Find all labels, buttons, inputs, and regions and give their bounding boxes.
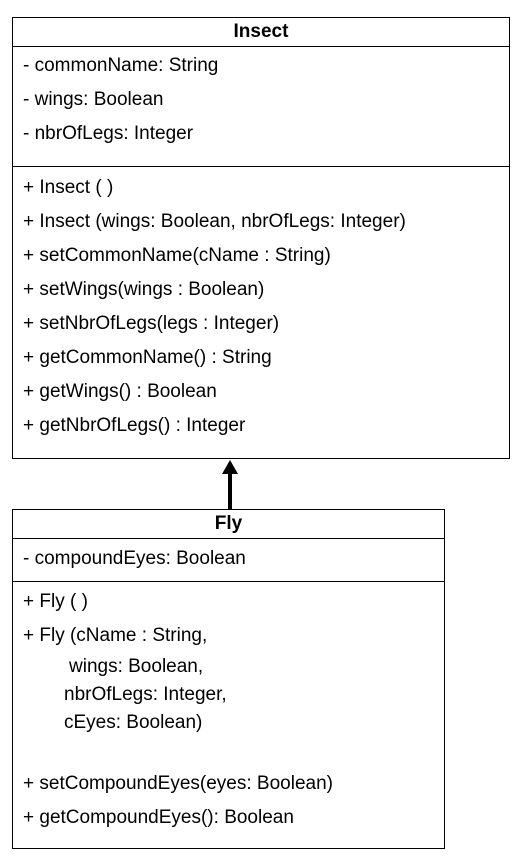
- attribute-common-name: - commonName: String: [23, 55, 219, 76]
- insect-class-name: Insect: [13, 18, 509, 47]
- insect-operations-compartment: + Insect ( ) + Insect (wings: Boolean, n…: [13, 167, 509, 443]
- insect-class-box: Insect - commonName: String - wings: Boo…: [12, 17, 510, 459]
- fly-class-name: Fly: [13, 510, 444, 539]
- operation-insect-full-constructor: + Insect (wings: Boolean, nbrOfLegs: Int…: [23, 211, 406, 232]
- insect-attributes-compartment: - commonName: String - wings: Boolean - …: [13, 47, 509, 167]
- attribute-wings: - wings: Boolean: [23, 89, 164, 110]
- inheritance-arrow-head: [222, 460, 238, 474]
- operation-insect-default-constructor: + Insect ( ): [23, 177, 114, 198]
- operation-fly-full-constructor-line-3: nbrOfLegs: Integer,: [64, 684, 227, 705]
- operation-fly-full-constructor-line-2: wings: Boolean,: [69, 656, 204, 677]
- operation-fly-full-constructor-line-4: cEyes: Boolean): [64, 712, 203, 733]
- operation-get-common-name: + getCommonName() : String: [23, 347, 272, 368]
- operation-set-nbr-of-legs: + setNbrOfLegs(legs : Integer): [23, 313, 280, 334]
- operation-set-common-name: + setCommonName(cName : String): [23, 245, 331, 266]
- operation-set-compound-eyes: + setCompoundEyes(eyes: Boolean): [23, 773, 333, 794]
- fly-attributes-compartment: - compoundEyes: Boolean: [13, 539, 444, 582]
- operation-fly-default-constructor: + Fly ( ): [23, 591, 88, 612]
- operation-spacer: [23, 737, 434, 767]
- operation-set-wings: + setWings(wings : Boolean): [23, 279, 265, 300]
- operation-fly-full-constructor-line-1: + Fly (cName : String,: [23, 625, 208, 646]
- fly-operations-compartment: + Fly ( ) + Fly (cName : String, wings: …: [13, 582, 444, 835]
- operation-get-compound-eyes: + getCompoundEyes(): Boolean: [23, 807, 294, 828]
- attribute-nbr-of-legs: - nbrOfLegs: Integer: [23, 123, 194, 144]
- fly-class-box: Fly - compoundEyes: Boolean + Fly ( ) + …: [12, 509, 445, 849]
- operation-get-nbr-of-legs: + getNbrOfLegs() : Integer: [23, 415, 246, 436]
- operation-get-wings: + getWings() : Boolean: [23, 381, 217, 402]
- attribute-compound-eyes: - compoundEyes: Boolean: [23, 548, 246, 569]
